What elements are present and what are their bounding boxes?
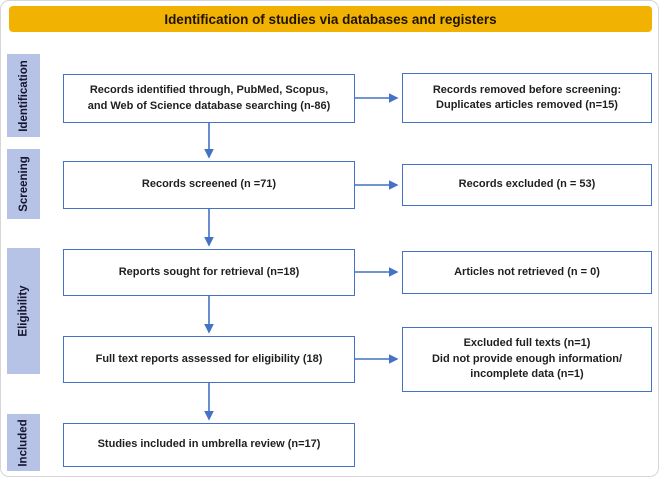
stage-label-screening: Screening <box>7 149 40 219</box>
stage-label-text: Identification <box>17 59 30 132</box>
box-records-removed: Records removed before screening: Duplic… <box>402 73 652 123</box>
box-studies-included: Studies included in umbrella review (n=1… <box>63 423 355 467</box>
box-fulltext-assessed: Full text reports assessed for eligibili… <box>63 336 355 383</box>
diagram-title-banner: Identification of studies via databases … <box>9 6 652 32</box>
diagram-title: Identification of studies via databases … <box>164 11 497 27</box>
box-fulltext-excluded: Excluded full texts (n=1) Did not provid… <box>402 327 652 392</box>
stage-label-identification: Identification <box>7 54 40 137</box>
stage-label-eligibility: Eligibility <box>7 248 40 374</box>
box-records-identified: Records identified through, PubMed, Scop… <box>63 74 355 123</box>
stage-label-text: Included <box>17 418 30 467</box>
stage-label-included: Included <box>7 414 40 471</box>
box-reports-sought: Reports sought for retrieval (n=18) <box>63 249 355 296</box>
box-articles-not-retrieved: Articles not retrieved (n = 0) <box>402 251 652 294</box>
stage-label-text: Eligibility <box>17 285 30 337</box>
stage-label-text: Screening <box>17 156 30 212</box>
box-records-excluded: Records excluded (n = 53) <box>402 164 652 206</box>
box-records-screened: Records screened (n =71) <box>63 161 355 209</box>
